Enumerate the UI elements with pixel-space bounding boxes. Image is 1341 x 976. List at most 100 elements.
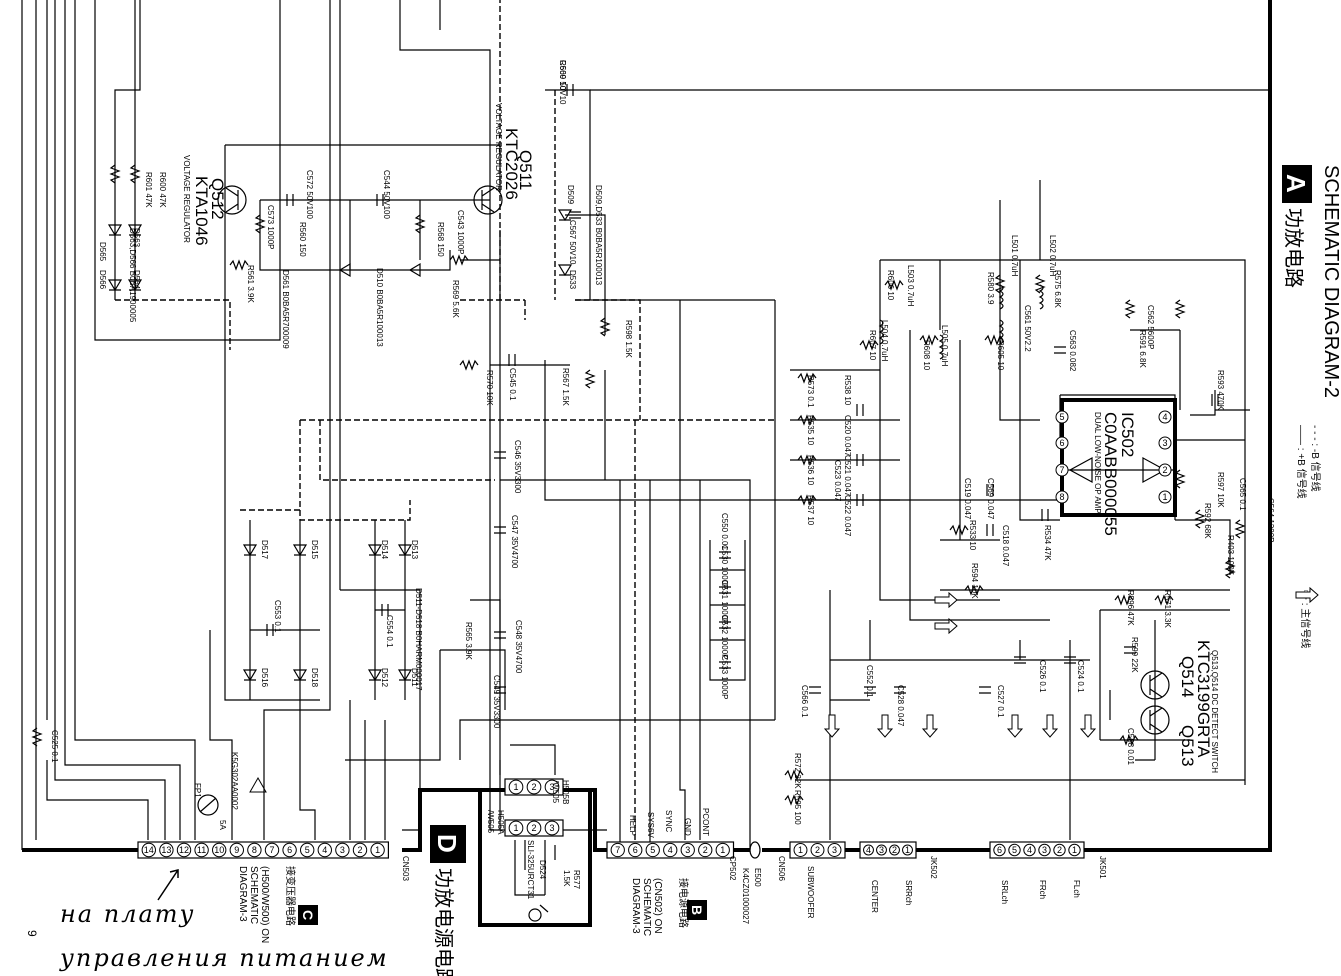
resistor bbox=[797, 414, 817, 426]
part-label: C552 0.1 bbox=[865, 665, 874, 698]
cp502-sig-gnd: GND bbox=[683, 818, 692, 836]
jk501-pin-label: 2 bbox=[1057, 845, 1062, 855]
inductor bbox=[998, 319, 1004, 345]
q511-part: KTC2026 bbox=[502, 128, 521, 200]
ic502-pin-label: 2 bbox=[1162, 465, 1167, 475]
resistor bbox=[784, 794, 804, 806]
part-label: R599 22K bbox=[1130, 637, 1139, 673]
jk502-pin-label: 3 bbox=[879, 845, 884, 855]
cp502-pin-label: 4 bbox=[668, 845, 673, 855]
legend-neg-b: - - - : -B 信号线 bbox=[1309, 425, 1322, 492]
h505a-alt: /W505 bbox=[486, 810, 495, 834]
part-label: R594 10K bbox=[970, 563, 979, 599]
ic502-pin-label: 4 bbox=[1162, 412, 1167, 422]
e500-terminal bbox=[749, 841, 761, 859]
capacitor bbox=[494, 686, 506, 694]
capacitor bbox=[376, 194, 384, 206]
capacitor bbox=[1041, 509, 1049, 521]
resistor bbox=[414, 214, 426, 234]
cn503-pin bbox=[370, 842, 385, 858]
part-label: D563,D566 B0BA1900005 bbox=[128, 228, 137, 323]
q511-ref: Q511 bbox=[516, 150, 535, 190]
part-label: D516 bbox=[260, 668, 269, 688]
q512-desc: VOLTAGE REGULATOR bbox=[182, 155, 191, 243]
part-label: D563 bbox=[132, 228, 141, 248]
part-label: C519 0.047 bbox=[963, 478, 972, 520]
schematic-title: SCHEMATIC DIAGRAM-2 bbox=[1320, 165, 1341, 398]
jk501-srlch: SRLch bbox=[1000, 880, 1009, 904]
jk502-ref: JK502 bbox=[929, 856, 938, 879]
part-label: D533 bbox=[568, 270, 577, 290]
badge-c-letter: C bbox=[300, 910, 316, 920]
capacitor bbox=[1124, 646, 1136, 654]
section-badge-a bbox=[1282, 165, 1312, 203]
part-label: C532 1000P bbox=[720, 615, 729, 659]
component-symbols bbox=[31, 84, 1246, 806]
jk501-pin bbox=[993, 843, 1006, 857]
part-label: C549 35V3300 bbox=[492, 675, 501, 729]
ic502-pin bbox=[1055, 436, 1069, 450]
signal-arrow-icon bbox=[1041, 714, 1059, 738]
diode bbox=[408, 262, 421, 278]
resistor bbox=[1034, 274, 1046, 294]
cn506-pin bbox=[810, 843, 825, 857]
ic502-pin-label: 5 bbox=[1059, 412, 1064, 422]
h505b-pin-label: 2 bbox=[531, 782, 536, 792]
q513-ref: Q513 bbox=[1178, 725, 1197, 767]
resistor bbox=[584, 369, 596, 389]
cn506-pin bbox=[827, 843, 842, 857]
part-label: R533 10 bbox=[968, 520, 977, 551]
part-label: C553 0.1 bbox=[273, 600, 282, 633]
part-label: R595 100 bbox=[793, 790, 802, 825]
q514-part: KTC3199GRTA bbox=[1194, 640, 1213, 758]
jk501-pin bbox=[1068, 843, 1081, 857]
cn506-label: SUBWOOFER bbox=[806, 866, 815, 919]
fp1-ref: FP1 bbox=[193, 783, 202, 798]
e500-ref: E500 bbox=[753, 868, 762, 887]
jk502-srrch: SRRch bbox=[904, 880, 913, 905]
q514-ref: Q514 bbox=[1178, 656, 1197, 698]
cp502-note3: DIAGRAM-3 bbox=[630, 878, 641, 934]
capacitor bbox=[494, 451, 506, 459]
ic502-pin-label: 6 bbox=[1059, 438, 1064, 448]
cp502-pin bbox=[645, 842, 660, 858]
cn503-pin bbox=[229, 842, 244, 858]
jk501-ref: JK501 bbox=[1098, 856, 1107, 879]
signal-arrow-icon bbox=[934, 617, 958, 635]
resistor bbox=[254, 214, 266, 234]
legend-main-signal: ⇨ : 主信号线 bbox=[1299, 590, 1312, 648]
q512-part: KTA1046 bbox=[192, 176, 211, 246]
capacitor bbox=[979, 686, 991, 694]
diode bbox=[107, 224, 123, 237]
signal-arrow-icon bbox=[876, 714, 894, 738]
part-label: C521 0.047 bbox=[843, 455, 852, 497]
jk502-pin bbox=[863, 844, 874, 856]
part-label: C545 0.1 bbox=[508, 368, 517, 401]
part-label: R538 10 bbox=[843, 375, 852, 406]
cn503-pin bbox=[282, 842, 297, 858]
main-signal-arrows bbox=[823, 586, 1319, 738]
capacitor bbox=[266, 624, 274, 636]
resistor bbox=[964, 584, 984, 596]
cn506-pin-label: 1 bbox=[798, 845, 803, 855]
part-label: C565 0.1 bbox=[1238, 478, 1247, 511]
cn503-pin-label: 9 bbox=[234, 845, 239, 855]
cn503-strip bbox=[137, 841, 389, 859]
h505b-pin bbox=[508, 779, 524, 795]
capacitor bbox=[1014, 656, 1026, 664]
cn503-pin bbox=[159, 842, 174, 858]
diode bbox=[367, 669, 383, 682]
cn503-pin-label: 6 bbox=[287, 845, 292, 855]
part-label: D509 bbox=[566, 185, 575, 205]
cp502-pin-label: 6 bbox=[633, 845, 638, 855]
cn503-note2: SCHEMATIC bbox=[248, 866, 259, 924]
fp1-rating: 5A bbox=[218, 820, 227, 830]
cp502-sig-sync: SYNC bbox=[664, 810, 673, 832]
part-label: D509,D533 B0BA5R100013 bbox=[594, 185, 603, 286]
jk501-frch: FRch bbox=[1038, 880, 1047, 899]
cn503-pin-label: 12 bbox=[179, 845, 189, 855]
cn503-pin bbox=[317, 842, 332, 858]
h505b-pin-label: 1 bbox=[513, 782, 518, 792]
cn503-pin-label: 11 bbox=[197, 845, 206, 855]
fp1-fuse-slash bbox=[199, 797, 217, 813]
